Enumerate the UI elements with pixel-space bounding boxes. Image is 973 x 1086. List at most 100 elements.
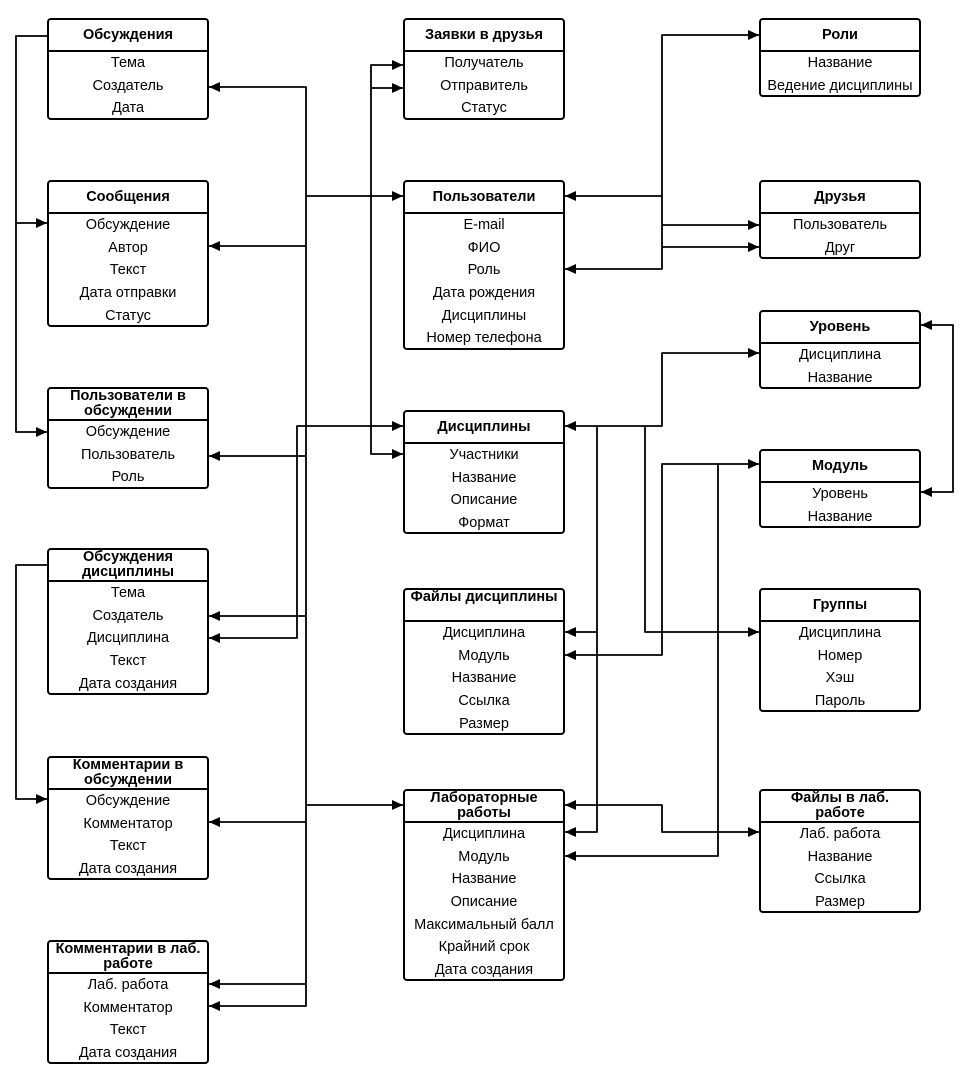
relation-files-discipline	[565, 426, 598, 633]
arrow-head	[748, 30, 759, 40]
relation-line	[565, 196, 663, 270]
arrow-head	[392, 83, 403, 93]
entity-field: Название	[451, 871, 517, 888]
entity-field: Статус	[105, 307, 151, 324]
entity-title: Пользователи	[405, 182, 563, 214]
entity-title: Обсуждения	[49, 20, 207, 52]
entity-title: Обсуждения дисциплины	[49, 550, 207, 582]
entity-field: Название	[807, 55, 873, 72]
entity-field: Дата создания	[78, 861, 178, 878]
entity-field: Лаб. работа	[799, 826, 881, 843]
arrow-head	[565, 650, 576, 660]
entity-field: Дисциплины	[441, 307, 527, 324]
entity-field: Дата рождения	[432, 285, 536, 302]
arrow-head	[209, 611, 220, 621]
relation-discipline-discussion-comments	[15, 564, 47, 800]
entity-field: Описание	[450, 492, 518, 509]
entity-field: Обсуждение	[85, 217, 171, 234]
arrow-head	[565, 627, 576, 637]
arrow-head	[921, 320, 932, 330]
relation-labs-discipline	[565, 632, 598, 833]
entity-title: Друзья	[761, 182, 919, 214]
arrow-head	[748, 242, 759, 252]
entity-title: Уровень	[761, 312, 919, 344]
entity-field: Пользователь	[792, 217, 888, 234]
entity-field: Дисциплина	[798, 347, 882, 364]
relation-level	[565, 352, 759, 427]
entity-title: Файлы в лаб. работе	[761, 791, 919, 823]
arrow-head	[748, 827, 759, 837]
entity-title: Комментарии в обсуждении	[49, 758, 207, 790]
arrow-head	[565, 800, 576, 810]
arrow-head	[392, 60, 403, 70]
arrow-head	[209, 241, 220, 251]
arrow-head	[748, 348, 759, 358]
entity-title: Комментарии в лаб. работе	[49, 942, 207, 974]
entity-field: Название	[451, 670, 517, 687]
entity-field: Номер	[817, 647, 863, 664]
entity-field: Ведение дисциплины	[767, 77, 913, 94]
entity-field: Комментатор	[83, 999, 173, 1016]
entity-field: Обсуждение	[85, 793, 171, 810]
entity-title: Модуль	[761, 451, 919, 483]
relation-module-labs	[565, 464, 719, 857]
entity-field: Статус	[461, 100, 507, 117]
entity-field: Название	[451, 469, 517, 486]
arrow-head	[748, 627, 759, 637]
arrow-head	[565, 851, 576, 861]
entity-field: Модуль	[458, 647, 510, 664]
arrow-head	[36, 794, 47, 804]
entity-field: Ссылка	[458, 693, 510, 710]
entity-field: Текст	[109, 838, 147, 855]
entity-title: Файлы дисциплины	[405, 590, 563, 622]
arrow-head	[209, 1001, 220, 1011]
entity-field: Тема	[110, 55, 146, 72]
entity-field: Название	[807, 848, 873, 865]
entity-field: Дисциплина	[442, 625, 526, 642]
arrow-head	[209, 817, 220, 827]
entity-title: Роли	[761, 20, 919, 52]
arrow-head	[209, 451, 220, 461]
entity-field: Дисциплина	[798, 625, 882, 642]
entity-title: Заявки в друзья	[405, 20, 563, 52]
arrow-head	[36, 427, 47, 437]
entity-field: Формат	[458, 515, 510, 532]
entity-field: Модуль	[458, 848, 510, 865]
entity-field: Обсуждение	[85, 424, 171, 441]
entity-field: Текст	[109, 1022, 147, 1039]
entity-field: Дата создания	[78, 1045, 178, 1062]
entity-field: Участники	[449, 447, 519, 464]
relation-discussions	[15, 35, 47, 433]
relation-module-files	[565, 463, 759, 656]
entity-field: Дисциплина	[442, 826, 526, 843]
entity-field: Роль	[111, 469, 145, 486]
entity-field: Максимальный балл	[414, 916, 554, 933]
entity-field: Дата создания	[78, 675, 178, 692]
entity-field: Дата	[111, 100, 145, 117]
entity-field: Пароль	[814, 693, 866, 710]
arrow-head	[565, 191, 576, 201]
